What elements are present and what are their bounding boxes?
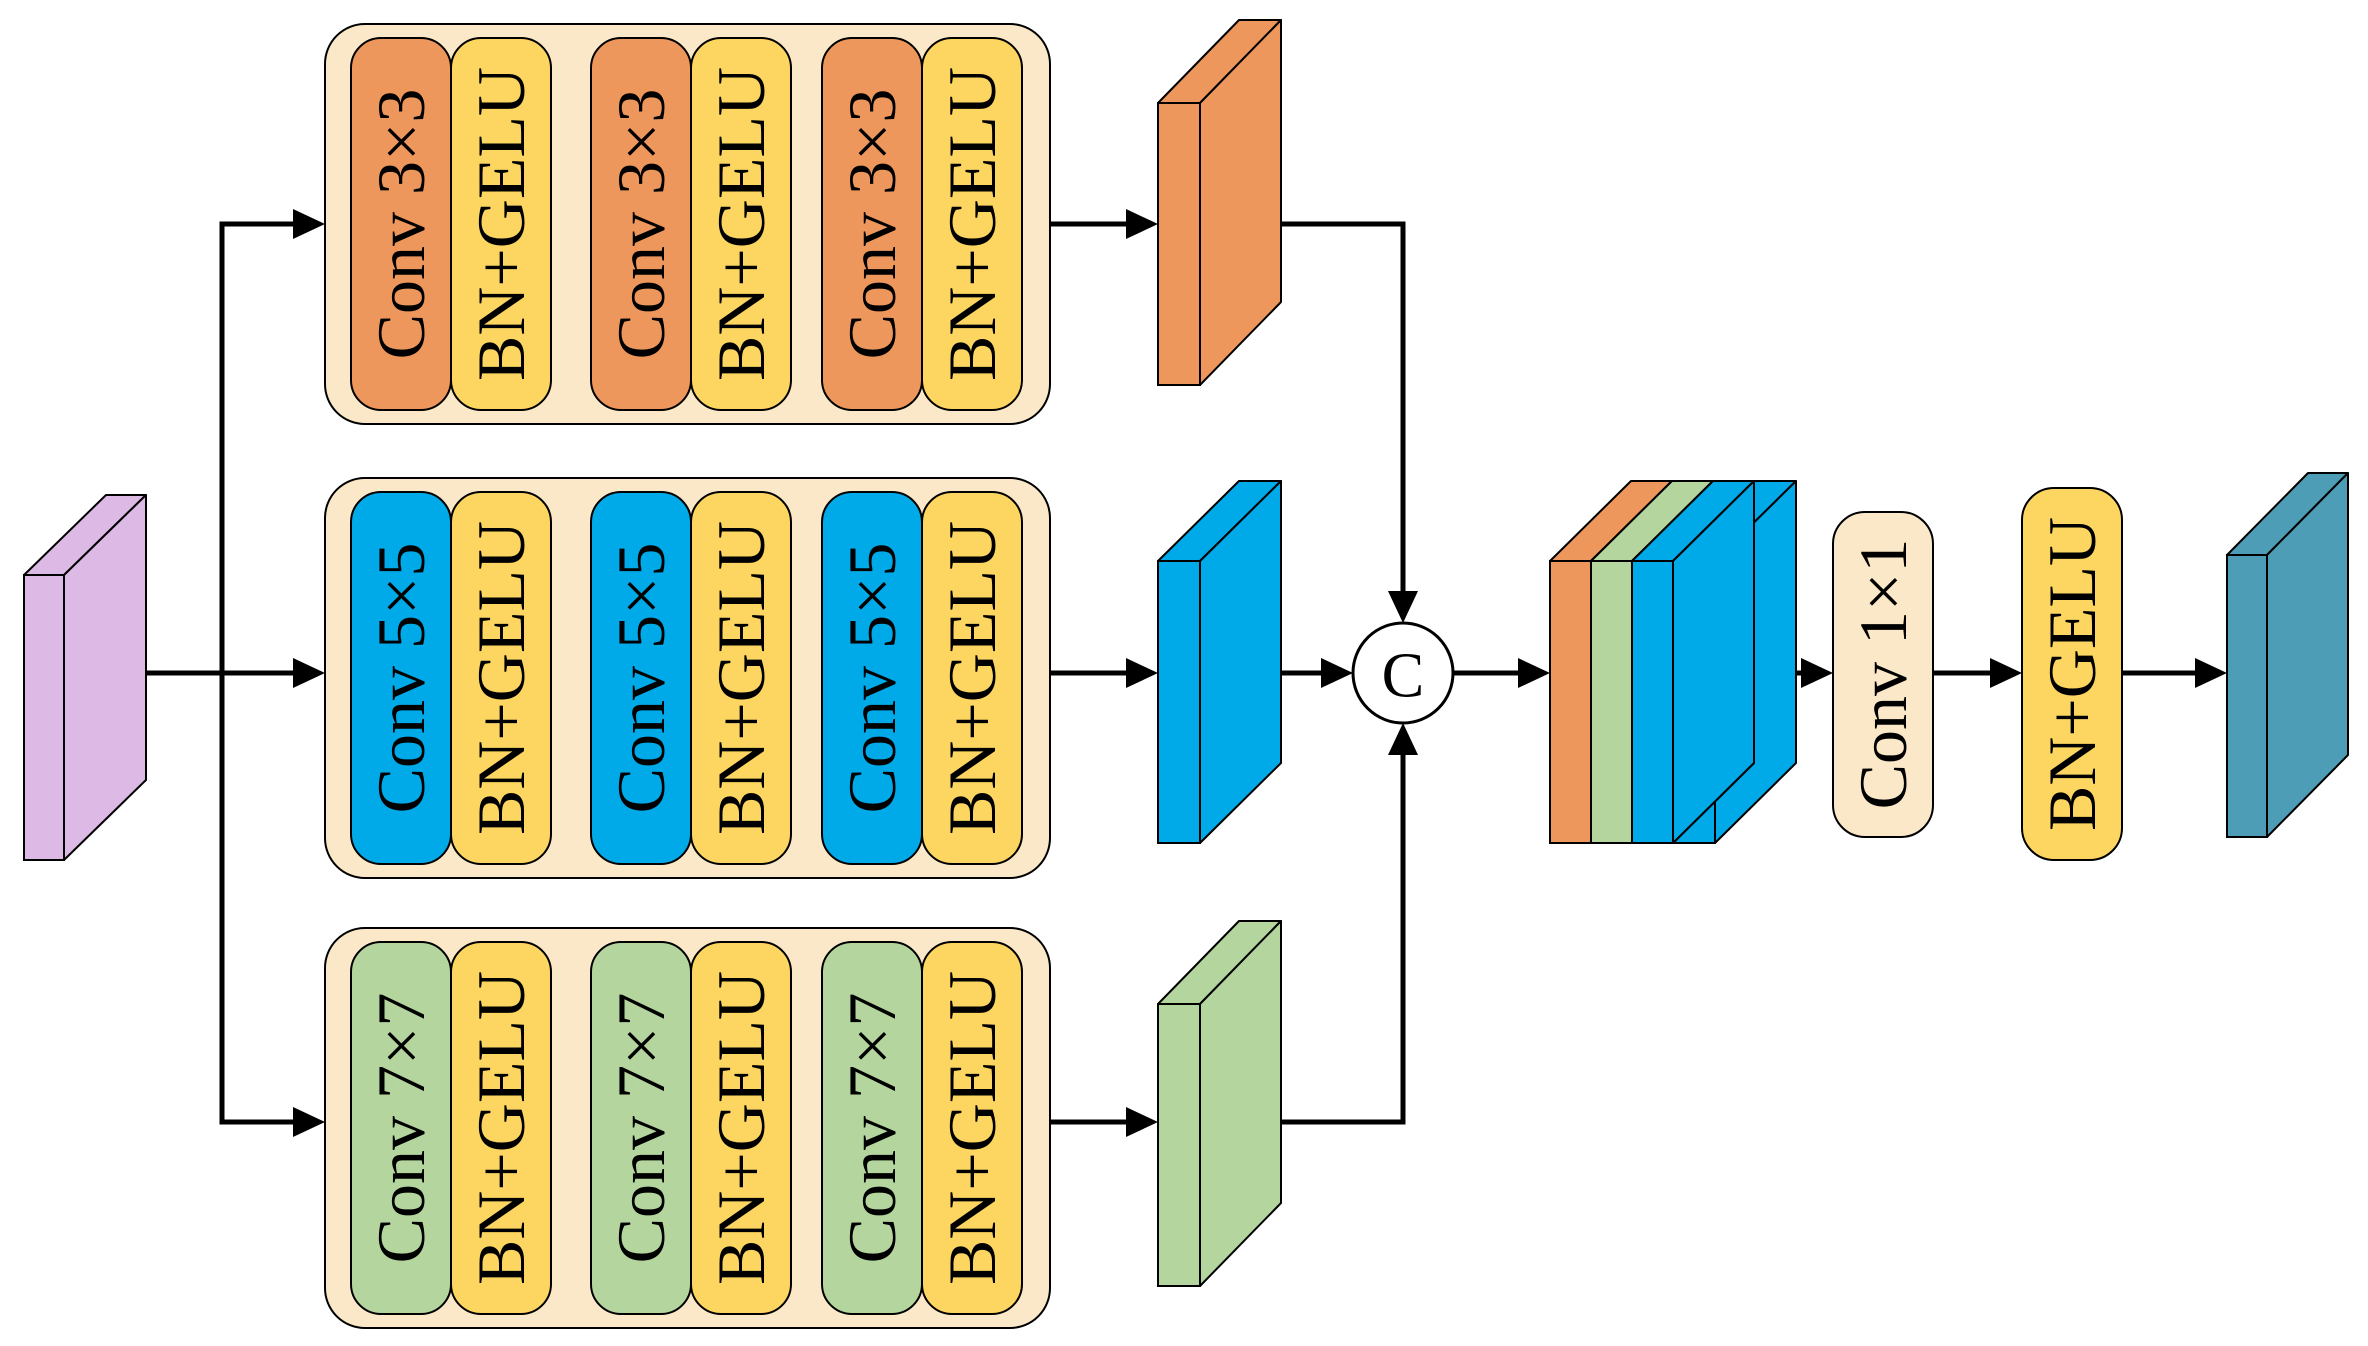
conv-3x3-block-2: Conv 3×3: [590, 37, 692, 411]
conv-5x5-block-1: Conv 5×5: [350, 491, 452, 865]
branch-7x7-to-map-arrowhead: [1126, 1107, 1158, 1137]
conv1x1-to-bn-arrowhead: [1990, 658, 2022, 688]
map-5x5-to-concat-arrowhead: [1321, 658, 1353, 688]
conv-7x7-block-2: Conv 7×7: [590, 941, 692, 1315]
final-bn-gelu-box: [2021, 487, 2123, 861]
bn-gelu-5x5-label-1: BN+GELU: [463, 521, 539, 835]
input-to-branch-5x5-arrowhead: [293, 658, 325, 688]
final-bn-gelu-label: BN+GELU: [2034, 517, 2110, 831]
bn-gelu-7x7-block-2: BN+GELU: [690, 941, 792, 1315]
input-slab-front: [23, 574, 65, 861]
output-slab-front: [2226, 554, 2268, 838]
bn-gelu-7x7-block-1: BN+GELU: [450, 941, 552, 1315]
bn-gelu-7x7-box-3: [921, 941, 1023, 1315]
conv-3x3-block-3: Conv 3×3: [821, 37, 923, 411]
conv-7x7-block-3: Conv 7×7: [821, 941, 923, 1315]
bn-to-output-arrowhead: [2195, 658, 2227, 688]
branch-7x7-output-front: [1157, 1003, 1201, 1287]
concat-circle: [1351, 621, 1455, 725]
conv-7x7-label-3: Conv 7×7: [834, 993, 910, 1264]
concat-layer-blue-front: [1631, 560, 1674, 844]
conv-5x5-label-1: Conv 5×5: [363, 543, 439, 814]
conv-7x7-label-2: Conv 7×7: [603, 993, 679, 1264]
branch-output-maps: [1157, 19, 1282, 1287]
concat-layer-green-front: [1590, 560, 1633, 844]
bn-gelu-5x5-label-3: BN+GELU: [934, 521, 1010, 835]
bn-gelu-7x7-block-3: BN+GELU: [921, 941, 1023, 1315]
bn-gelu-3x3-box-3: [921, 37, 1023, 411]
concat-layer-orange-front: [1549, 560, 1592, 844]
bn-gelu-3x3-block-3: BN+GELU: [921, 37, 1023, 411]
branch-5x5-output-front: [1157, 560, 1201, 844]
conv-7x7-block-1: Conv 7×7: [350, 941, 452, 1315]
map-3x3-to-concat-line: [1260, 221, 1406, 595]
bn-gelu-3x3-block-2: BN+GELU: [690, 37, 792, 411]
bn-gelu-7x7-box-1: [450, 941, 552, 1315]
conv-5x5-label-2: Conv 5×5: [603, 543, 679, 814]
branch-3x3-output: [1157, 19, 1282, 386]
output-feature-map: [2226, 472, 2349, 838]
bn-gelu-5x5-box-1: [450, 491, 552, 865]
map-7x7-to-concat-arrowhead: [1388, 723, 1418, 755]
input-slab: [23, 494, 147, 861]
concat-node: C: [1351, 621, 1455, 725]
output-slab: [2226, 472, 2349, 838]
branch-7x7-output: [1157, 920, 1282, 1287]
conv-3x3-label-1: Conv 3×3: [363, 89, 439, 360]
conv1x1-label: Conv 1×1: [1845, 539, 1921, 810]
bn-gelu-7x7-box-2: [690, 941, 792, 1315]
bn-gelu-5x5-label-2: BN+GELU: [703, 521, 779, 835]
bn-gelu-7x7-label-2: BN+GELU: [703, 971, 779, 1285]
branch-7x7: Conv 7×7 BN+GELU Conv 7×7 BN+GELU Conv 7×7 BN…: [324, 927, 1051, 1329]
concat-label: C: [1382, 640, 1425, 711]
concat-stack-side: [1672, 480, 1755, 844]
branch-5x5: Conv 5×5 BN+GELU Conv 5×5 BN+GELU Conv 5×5 BN…: [324, 477, 1051, 879]
input-fanout-line: [219, 221, 300, 1125]
bn-gelu-3x3-box-1: [450, 37, 552, 411]
branch-3x3-output-front: [1157, 102, 1201, 386]
bn-gelu-7x7-label-3: BN+GELU: [934, 971, 1010, 1285]
stack-to-conv1x1-arrowhead: [1801, 658, 1833, 688]
bn-gelu-5x5-block-1: BN+GELU: [450, 491, 552, 865]
input-to-branch-3x3-arrowhead: [293, 209, 325, 239]
concatenated-feature-map: [1549, 480, 1797, 844]
input-feature-map: [23, 494, 147, 861]
conv1x1-block: Conv 1×1: [1832, 511, 1934, 838]
bn-gelu-3x3-label-2: BN+GELU: [703, 67, 779, 381]
bn-gelu-5x5-block-3: BN+GELU: [921, 491, 1023, 865]
conv-7x7-label-1: Conv 7×7: [363, 993, 439, 1264]
map-7x7-to-concat-line: [1260, 751, 1406, 1125]
branch-3x3: Conv 3×3 BN+GELU Conv 3×3 BN+GELU Conv 3×3 BN…: [324, 23, 1051, 425]
connectors: [112, 209, 2227, 1137]
conv-3x3-block-1: Conv 3×3: [350, 37, 452, 411]
bn-gelu-3x3-box-2: [690, 37, 792, 411]
bn-gelu-5x5-block-2: BN+GELU: [690, 491, 792, 865]
branch-3x3-to-map-arrowhead: [1126, 209, 1158, 239]
bn-gelu-5x5-box-3: [921, 491, 1023, 865]
conv-5x5-label-3: Conv 5×5: [834, 543, 910, 814]
bn-gelu-5x5-box-2: [690, 491, 792, 865]
final-bn-gelu-block: BN+GELU: [2021, 487, 2123, 861]
conv-5x5-block-3: Conv 5×5: [821, 491, 923, 865]
bn-gelu-3x3-label-3: BN+GELU: [934, 67, 1010, 381]
conv-5x5-block-2: Conv 5×5: [590, 491, 692, 865]
bn-gelu-3x3-block-1: BN+GELU: [450, 37, 552, 411]
conv-3x3-label-2: Conv 3×3: [603, 89, 679, 360]
input-to-branch-7x7-arrowhead: [293, 1107, 325, 1137]
branch-5x5-to-map-arrowhead: [1126, 658, 1158, 688]
conv-3x3-label-3: Conv 3×3: [834, 89, 910, 360]
bn-gelu-7x7-label-1: BN+GELU: [463, 971, 539, 1285]
map-3x3-to-concat-arrowhead: [1388, 591, 1418, 623]
concat-to-stack-arrowhead: [1518, 658, 1550, 688]
bn-gelu-3x3-label-1: BN+GELU: [463, 67, 539, 381]
conv1x1-box: [1832, 511, 1934, 838]
branch-5x5-output: [1157, 480, 1282, 844]
